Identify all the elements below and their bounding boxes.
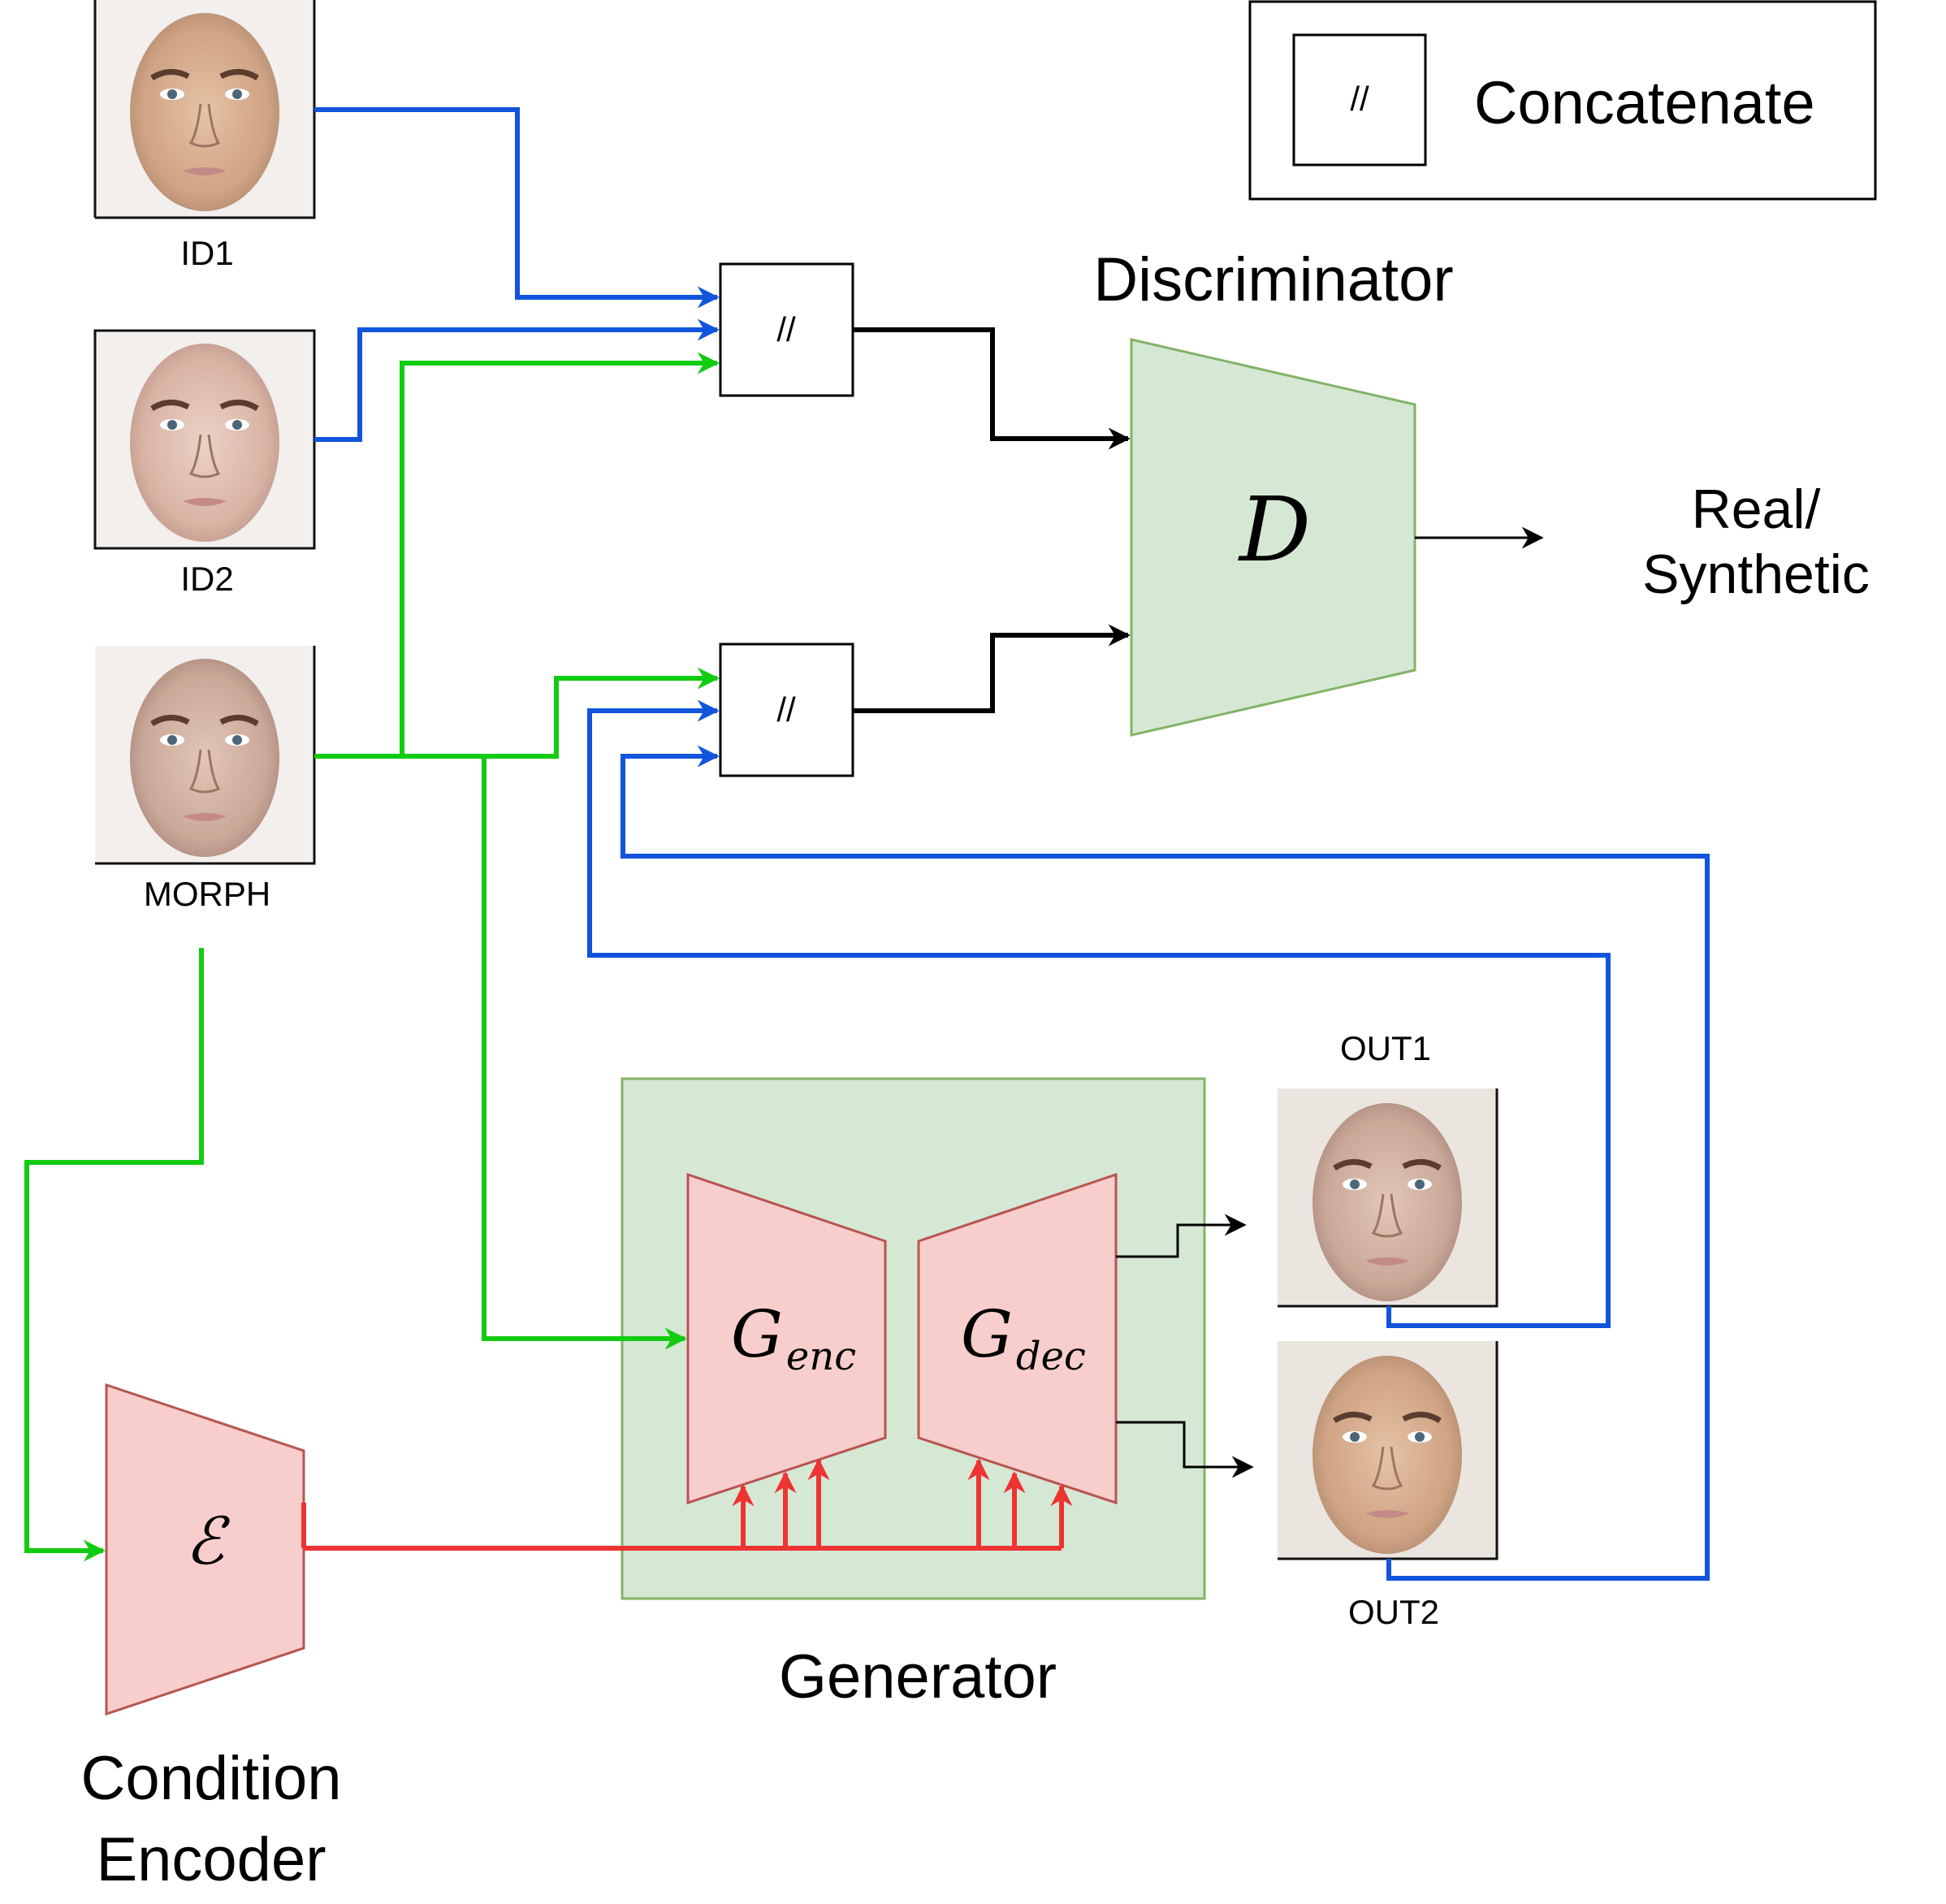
label-id1: ID1 <box>180 234 233 272</box>
concat-box-bottom: // <box>719 643 854 777</box>
label-id2: ID2 <box>180 560 233 598</box>
edge-morph-to-generator <box>482 756 687 1350</box>
discriminator-output-line2: Synthetic <box>1642 543 1870 605</box>
edge-out1-to-concat-bottom <box>587 699 1611 1328</box>
generator-encoder-label: Genc <box>731 1296 856 1379</box>
discriminator-symbol: D <box>1238 478 1311 582</box>
image-out1 <box>1278 1088 1498 1308</box>
image-id1 <box>93 0 316 219</box>
edge-id2-to-concat-top <box>314 318 720 442</box>
image-out2 <box>1278 1341 1498 1560</box>
generator-decoder-symbol: G <box>961 1296 1013 1372</box>
edge-decoder-to-out1 <box>1116 1214 1247 1258</box>
concat-bottom-symbol: // <box>776 690 796 729</box>
green-edges <box>24 352 720 1562</box>
edge-id1-to-concat-top <box>314 107 720 309</box>
black-edges <box>853 327 1544 1478</box>
discriminator-title: Discriminator <box>1093 245 1453 314</box>
edge-morph-to-concat-top <box>314 352 720 759</box>
label-out1: OUT1 <box>1340 1029 1431 1067</box>
edge-out2-to-concat-bottom <box>621 745 1710 1581</box>
condition-encoder-title-line1: Condition <box>80 1744 341 1813</box>
condition-encoder-title-line2: Encoder <box>96 1825 326 1894</box>
edge-decoder-to-out2 <box>1116 1421 1254 1478</box>
concat-box-top: // <box>719 262 854 397</box>
blue-edges <box>314 107 1710 1581</box>
generator-decoder-sub: dec <box>1016 1334 1086 1379</box>
discriminator-output-line1: Real/ <box>1692 478 1821 540</box>
discriminator-block <box>1130 338 1416 737</box>
generator-decoder <box>917 1172 1118 1505</box>
edge-concat-bottom-to-discriminator <box>853 624 1131 713</box>
label-morph: MORPH <box>144 875 270 913</box>
edge-concat-top-to-discriminator <box>853 327 1131 450</box>
legend-symbol: // <box>1350 80 1369 118</box>
edge-morph-to-condition-encoder <box>24 948 204 1562</box>
legend-label: Concatenate <box>1474 69 1815 136</box>
image-id2 <box>93 329 316 550</box>
edge-morph-to-concat-bottom <box>402 667 720 759</box>
image-morph <box>95 646 316 865</box>
red-edges <box>301 1458 1073 1551</box>
generator-encoder-symbol: G <box>731 1296 783 1372</box>
legend: // Concatenate <box>1248 0 1877 201</box>
concat-top-symbol: // <box>776 310 796 348</box>
condition-encoder-block <box>105 1383 305 1716</box>
condition-encoder-symbol: ℰ <box>185 1504 231 1579</box>
generator-encoder <box>686 1172 887 1505</box>
generator-title: Generator <box>779 1642 1057 1711</box>
label-out2: OUT2 <box>1348 1593 1439 1631</box>
generator-encoder-sub: enc <box>786 1334 856 1379</box>
generator-decoder-label: Gdec <box>961 1296 1086 1379</box>
